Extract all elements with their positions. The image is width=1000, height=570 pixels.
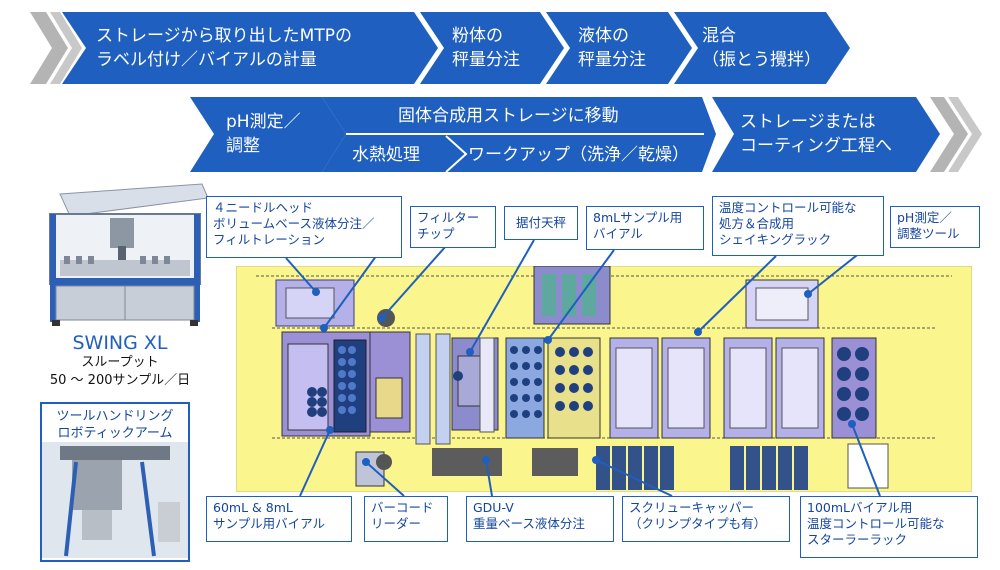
- flow-text-line: 秤量分注: [578, 50, 646, 70]
- flow-text-line: （振とう攪拌）: [702, 50, 821, 70]
- callout-line: 温度コントロール可能な: [719, 200, 857, 215]
- machine-caption: SWING XL スループット 50 ～ 200サンプル／日: [20, 332, 220, 390]
- divider-chevron: [445, 135, 468, 173]
- flow-text-line: 粉体の: [452, 26, 503, 46]
- deck-layout: [236, 266, 972, 492]
- callout-line: チップ: [417, 226, 455, 241]
- lead-chevron-2: [50, 12, 82, 84]
- callout-line: pH測定／: [897, 210, 952, 225]
- callout-line: バーコード: [371, 500, 434, 515]
- flow-text-line: ストレージから取り出したMTPの: [96, 26, 352, 46]
- callout-barcode-reader: バーコード リーダー: [364, 496, 448, 542]
- throughput-label: スループット: [81, 355, 159, 370]
- flow-arrow-liquid: [546, 12, 692, 84]
- callout-needle-head: ４ニードルヘッド ボリュームベース液体分注／ フィルトレーション: [206, 196, 402, 258]
- callout-line: バイアル: [593, 226, 643, 241]
- callout-line: スターラーラック: [807, 532, 908, 547]
- swing-machine-illustration: [49, 183, 209, 326]
- robot-arm-line: ロボティックアーム: [57, 426, 173, 441]
- callout-line: スクリューキャッパー: [629, 500, 755, 515]
- flow-text-line: pH測定／: [226, 112, 301, 132]
- flow-ph-text: pH測定／ 調整: [226, 110, 301, 158]
- callout-line: 処方＆合成用: [719, 216, 795, 231]
- callout-line: 60mL & 8mL: [213, 500, 293, 515]
- flow-mixing-text: 混合 （振とう攪拌）: [702, 24, 821, 72]
- callout-line: 重量ベース液体分注: [473, 516, 585, 531]
- callout-line: リーダー: [371, 516, 422, 531]
- flow-text-line: 秤量分注: [452, 50, 520, 70]
- flow-text-line: 調整: [226, 136, 260, 156]
- callout-line: ボリュームベース液体分注／: [213, 216, 375, 231]
- flow-arrow-mixing: [674, 12, 850, 84]
- flow-move-text: 固体合成用ストレージに移動: [398, 106, 619, 126]
- callout-line: 8mLサンプル用: [593, 210, 683, 225]
- callout-line: 据付天秤: [515, 215, 566, 230]
- flow-text-line: 混合: [702, 26, 736, 46]
- flow-text-line: 液体の: [578, 26, 629, 46]
- callout-line: フィルトレーション: [213, 232, 326, 247]
- flow-arrow-ph: [190, 97, 346, 172]
- flow-text-line: ストレージまたは: [740, 112, 876, 132]
- callout-line: シェイキングラック: [719, 232, 832, 247]
- lead-chevron-1: [30, 12, 68, 84]
- flow-workup-text: ワークアップ（洗浄／乾燥）: [468, 145, 689, 165]
- callout-line: フィルター: [417, 210, 480, 225]
- callout-balance: 据付天秤: [504, 206, 578, 240]
- machine-name: SWING XL: [72, 332, 168, 354]
- trail-chevron-1: [930, 97, 968, 172]
- flow-arrow-powder: [420, 12, 564, 84]
- flow-end-text: ストレージまたは コーティング工程へ: [740, 110, 892, 158]
- flow-arrow-labeling: [62, 12, 438, 84]
- callout-line: GDU-V: [473, 500, 514, 515]
- callout-gdu-v: GDU-V 重量ベース液体分注: [466, 496, 614, 542]
- callout-line: 調整ツール: [897, 226, 960, 241]
- callout-line: （クリンプタイプも有）: [629, 516, 767, 531]
- callout-vial-8ml: 8mLサンプル用 バイアル: [586, 206, 704, 250]
- callout-vials-60ml: 60mL & 8mL サンプル用バイアル: [206, 496, 352, 542]
- flow-liquid-text: 液体の 秤量分注: [578, 24, 646, 72]
- robot-arm-title: ツールハンドリング ロボティックアーム: [42, 408, 188, 442]
- robot-arm-box: ツールハンドリング ロボティックアーム: [40, 402, 190, 562]
- callout-line: 温度コントロール可能な: [807, 516, 945, 531]
- flow-text-line: コーティング工程へ: [740, 136, 892, 156]
- callout-filter-tip: フィルター チップ: [410, 206, 496, 248]
- callout-ph-tool: pH測定／ 調整ツール: [890, 206, 980, 248]
- flow-labeling-text: ストレージから取り出したMTPの ラベル付け／バイアルの計量: [96, 24, 352, 72]
- flow-powder-text: 粉体の 秤量分注: [452, 24, 520, 72]
- robot-arm-line: ツールハンドリング: [56, 409, 174, 424]
- callout-shaking-rack: 温度コントロール可能な 処方＆合成用 シェイキングラック: [712, 196, 884, 256]
- callout-screw-capper: スクリューキャッパー （クリンプタイプも有）: [622, 496, 790, 542]
- callout-line: サンプル用バイアル: [213, 516, 326, 531]
- flow-text-line: ラベル付け／バイアルの計量: [96, 50, 317, 70]
- robot-arm-photo: [42, 442, 188, 558]
- process-flow: [30, 12, 982, 173]
- flow-arrow-end: [712, 97, 940, 172]
- trail-chevron-2: [948, 97, 982, 172]
- throughput-value: 50 ～ 200サンプル／日: [49, 373, 191, 388]
- callout-line: 100mLバイアル用: [807, 500, 913, 515]
- callout-line: ４ニードルヘッド: [213, 200, 314, 215]
- callout-stirrer-rack: 100mLバイアル用 温度コントロール可能な スターラーラック: [800, 496, 978, 558]
- flow-hydro-text: 水熱処理: [352, 145, 420, 165]
